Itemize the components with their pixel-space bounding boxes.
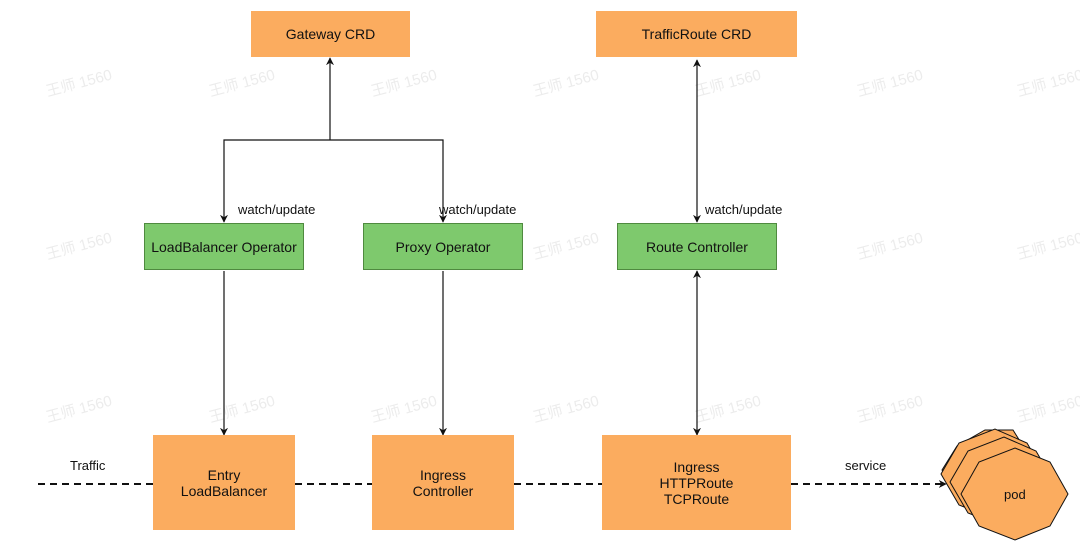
gateway-to-operators-connector — [220, 139, 447, 223]
ingress-controller-box: Ingress Controller — [372, 435, 514, 530]
watch-update-label: watch/update — [439, 202, 517, 217]
traffic-label: Traffic — [70, 458, 106, 473]
pod-label: pod — [1004, 487, 1026, 502]
gateway-crd-box: Gateway CRD — [251, 11, 410, 57]
trafficroute-crd-label: TrafficRoute CRD — [641, 26, 752, 42]
watch-update-label: watch/update — [238, 202, 316, 217]
ingress-routes-box: Ingress HTTPRoute TCPRoute — [602, 435, 791, 530]
ingress-controller-label: Ingress Controller — [412, 466, 474, 499]
service-label: service — [845, 458, 887, 473]
watch-update-label: watch/update — [705, 202, 783, 217]
entry-loadbalancer-box: Entry LoadBalancer — [153, 435, 295, 530]
entry-loadbalancer-label: Entry LoadBalancer — [180, 466, 268, 499]
proxy-operator-label: Proxy Operator — [395, 238, 491, 255]
proxy-operator-box: Proxy Operator — [363, 223, 523, 270]
pod-hexagon-front — [960, 447, 1069, 541]
loadbalancer-operator-box: LoadBalancer Operator — [144, 223, 304, 270]
ingress-routes-label: Ingress HTTPRoute TCPRoute — [659, 458, 734, 507]
loadbalancer-operator-label: LoadBalancer Operator — [151, 238, 297, 255]
route-controller-box: Route Controller — [617, 223, 777, 270]
route-controller-label: Route Controller — [646, 238, 748, 255]
trafficroute-crd-box: TrafficRoute CRD — [596, 11, 797, 57]
gateway-crd-label: Gateway CRD — [285, 26, 376, 42]
